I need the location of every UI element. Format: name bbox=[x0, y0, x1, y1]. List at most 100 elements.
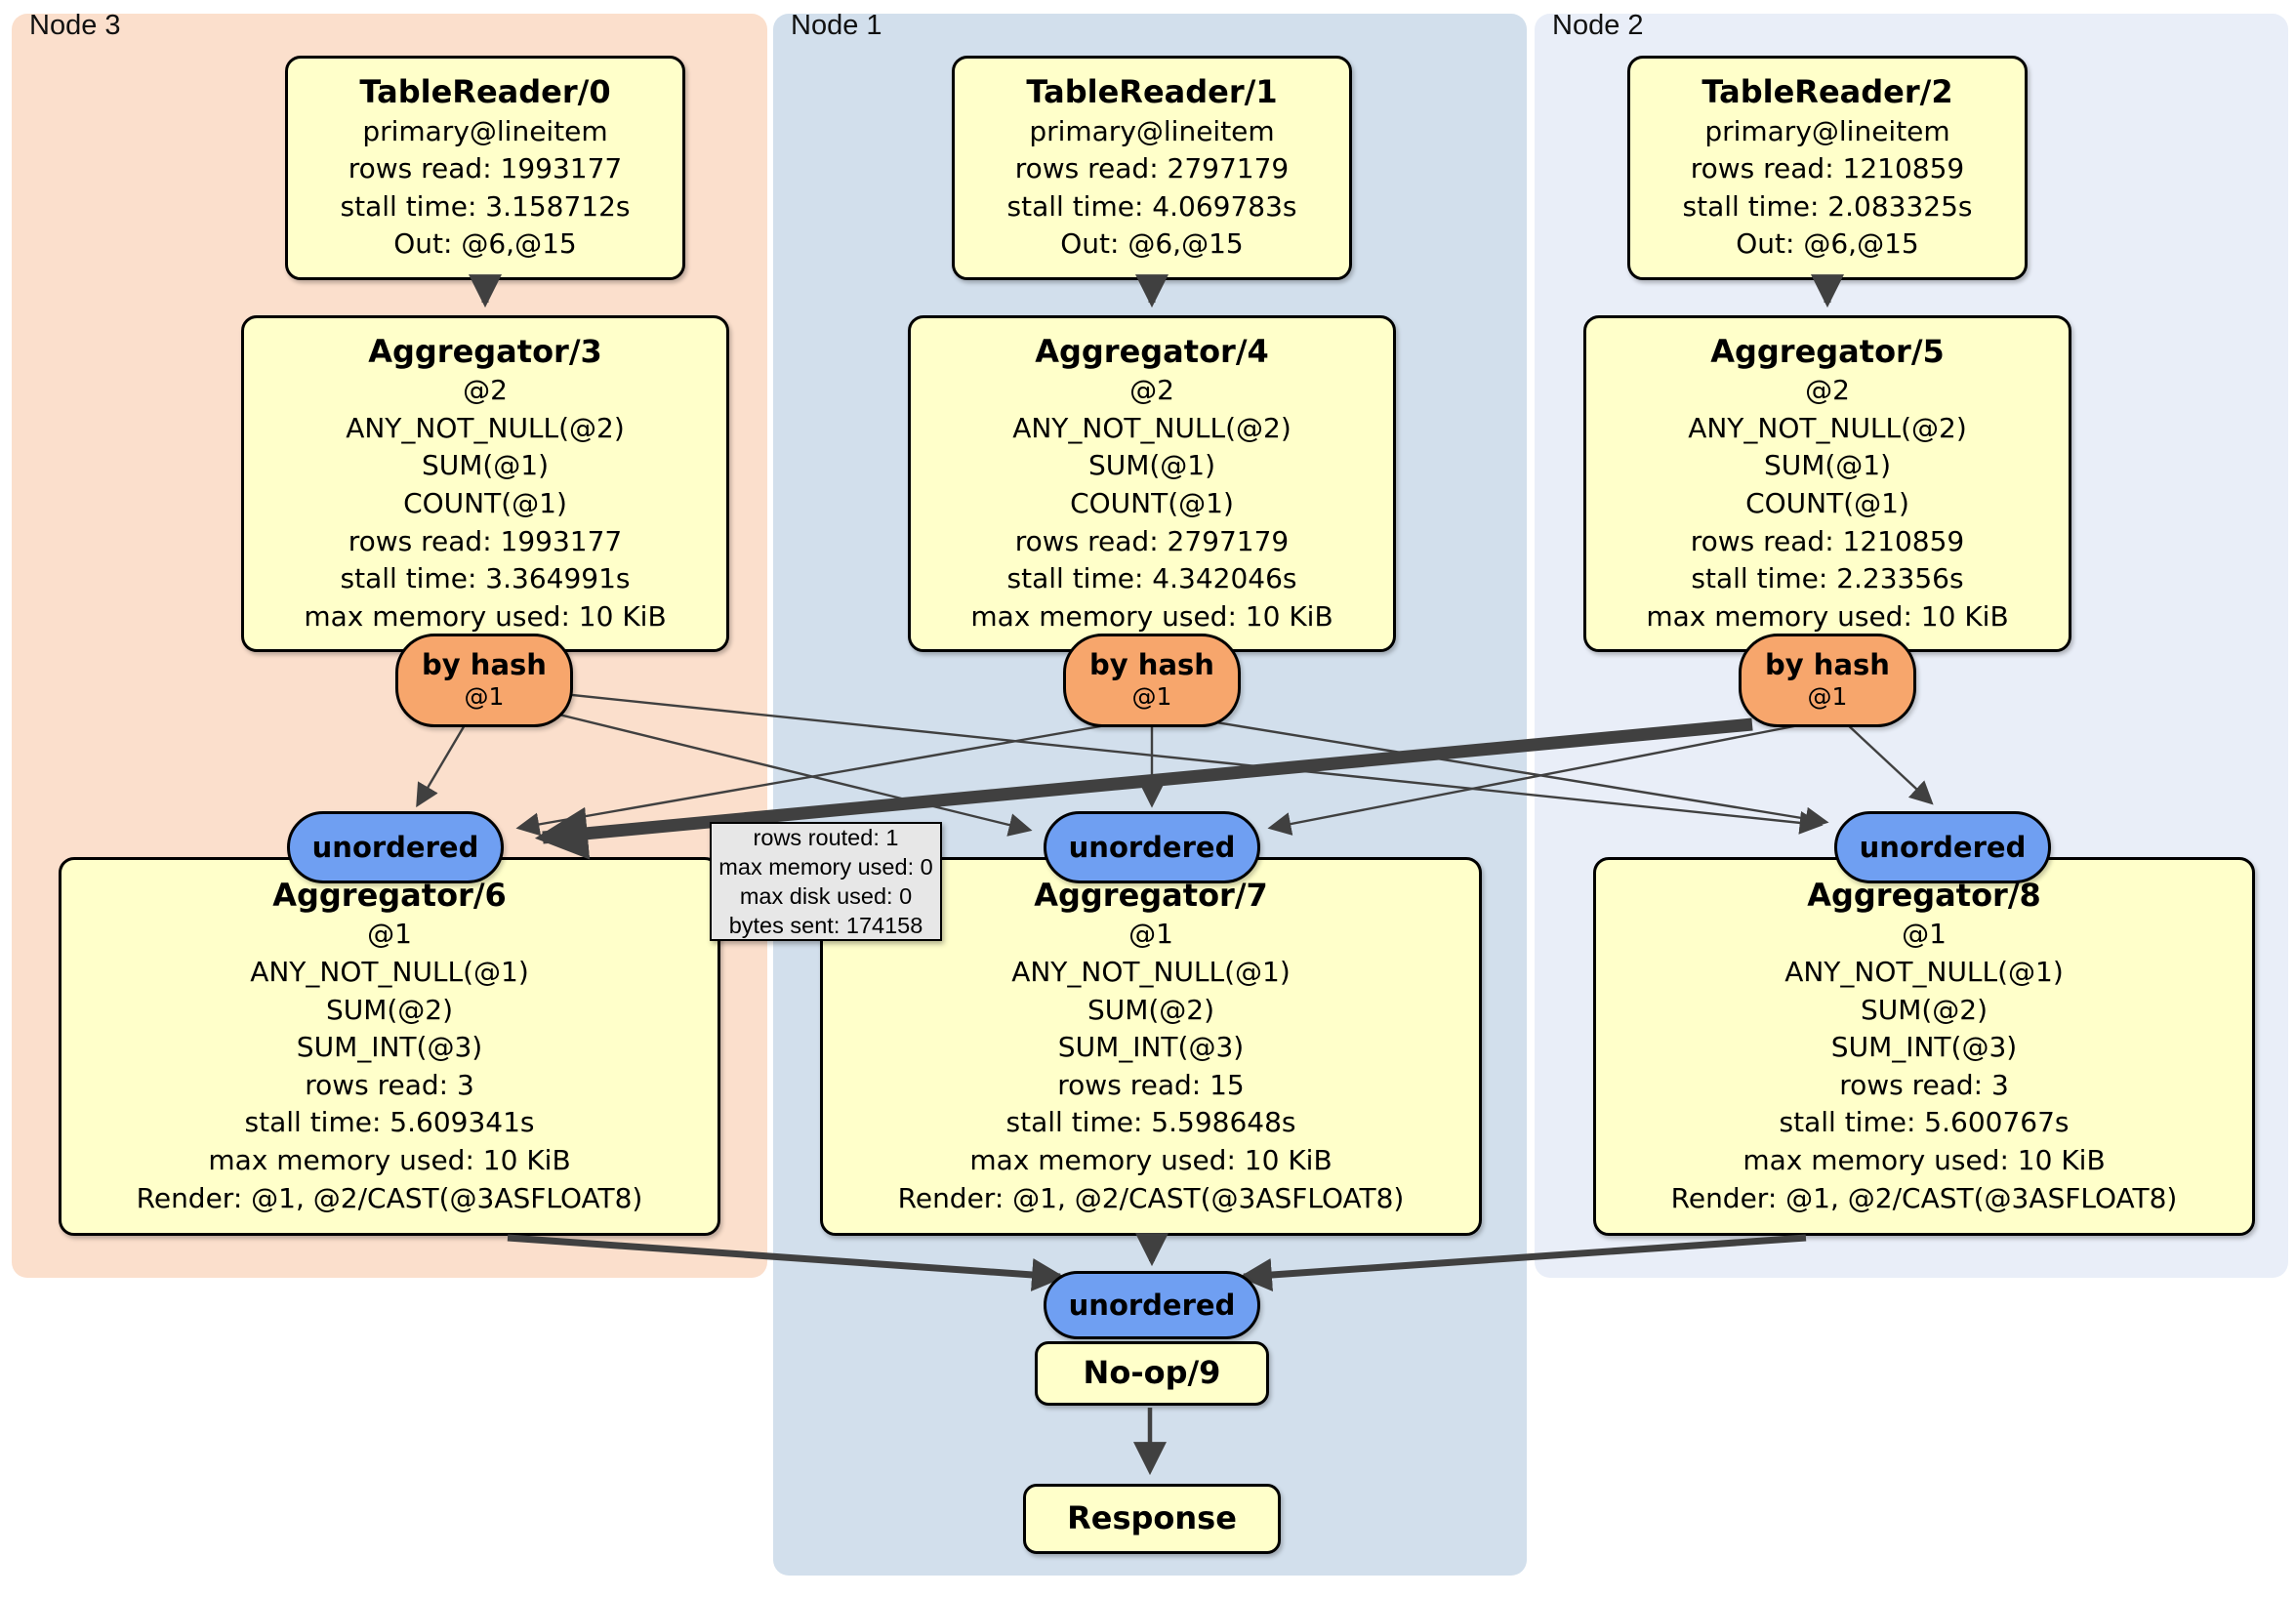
box-line: ANY_NOT_NULL(@2) bbox=[1012, 411, 1292, 444]
box-line: SUM(@1) bbox=[421, 449, 550, 482]
node-title: TableReader/0 bbox=[359, 72, 611, 110]
box-line: max memory used: 10 KiB bbox=[970, 599, 1333, 633]
box-line: rows read: 1993177 bbox=[348, 152, 623, 185]
router-detail: @1 bbox=[1807, 681, 1848, 711]
box-line: primary@lineitem bbox=[1704, 114, 1950, 147]
box-line: rows read: 3 bbox=[1839, 1068, 2009, 1101]
box-line: stall time: 5.600767s bbox=[1779, 1106, 2070, 1139]
node-tablereader-0[interactable]: TableReader/0 primary@lineitem rows read:… bbox=[285, 56, 685, 280]
node-tablereader-2[interactable]: TableReader/2 primary@lineitem rows read:… bbox=[1627, 56, 2028, 280]
box-line: bytes sent: 174158 bbox=[728, 913, 923, 939]
box-line: rows read: 2797179 bbox=[1014, 152, 1290, 185]
box-line: SUM(@2) bbox=[1086, 993, 1215, 1026]
box-line: ANY_NOT_NULL(@1) bbox=[1784, 955, 2064, 988]
box-line: Render: @1, @2/CAST(@3ASFLOAT8) bbox=[136, 1181, 643, 1214]
box-line: Out: @6,@15 bbox=[1736, 227, 1919, 261]
stream-label: unordered bbox=[1068, 1289, 1236, 1322]
by-hash-router-node1[interactable]: by hash @1 bbox=[1063, 634, 1241, 727]
box-line: @2 bbox=[1805, 374, 1850, 407]
box-line: Out: @6,@15 bbox=[393, 227, 577, 261]
router-label: by hash bbox=[1765, 648, 1890, 682]
box-line: primary@lineitem bbox=[1029, 114, 1275, 147]
tooltip-edge-stats: rows routed: 1 max memory used: 0 max disk… bbox=[710, 822, 942, 941]
by-hash-router-node2[interactable]: by hash @1 bbox=[1739, 634, 1916, 727]
stream-label: unordered bbox=[1068, 831, 1236, 864]
box-line: COUNT(@1) bbox=[1745, 486, 1909, 519]
box-line: stall time: 5.598648s bbox=[1005, 1106, 1296, 1139]
box-line: Render: @1, @2/CAST(@3ASFLOAT8) bbox=[897, 1181, 1405, 1214]
box-line: rows read: 15 bbox=[1057, 1068, 1245, 1101]
node-title: TableReader/1 bbox=[1026, 72, 1278, 110]
box-line: Out: @6,@15 bbox=[1060, 227, 1244, 261]
box-line: @1 bbox=[1128, 918, 1173, 951]
box-line: max memory used: 0 bbox=[718, 853, 933, 880]
router-detail: @1 bbox=[1131, 681, 1172, 711]
box-line: @2 bbox=[1129, 374, 1174, 407]
box-line: stall time: 4.069783s bbox=[1006, 189, 1297, 223]
box-line: stall time: 5.609341s bbox=[244, 1106, 535, 1139]
box-line: max disk used: 0 bbox=[739, 883, 913, 909]
box-line: SUM_INT(@3) bbox=[296, 1031, 483, 1064]
box-line: rows read: 1993177 bbox=[348, 524, 623, 557]
box-line: SUM(@2) bbox=[1860, 993, 1988, 1026]
node-tablereader-1[interactable]: TableReader/1 primary@lineitem rows read:… bbox=[952, 56, 1352, 280]
node-lines: primary@lineitem rows read: 1210859 stall … bbox=[1683, 113, 1973, 265]
router-label: by hash bbox=[422, 648, 547, 682]
box-line: stall time: 4.342046s bbox=[1006, 562, 1297, 595]
box-line: primary@lineitem bbox=[362, 114, 608, 147]
box-line: max memory used: 10 KiB bbox=[1646, 599, 2009, 633]
box-line: stall time: 2.083325s bbox=[1682, 189, 1973, 223]
box-line: SUM_INT(@3) bbox=[1830, 1031, 2018, 1064]
unordered-stream-node3[interactable]: unordered bbox=[287, 811, 504, 883]
unordered-stream-sink[interactable]: unordered bbox=[1044, 1271, 1260, 1339]
box-line: rows routed: 1 bbox=[753, 824, 899, 850]
box-line: @2 bbox=[463, 374, 508, 407]
node-title: Aggregator/4 bbox=[1035, 332, 1269, 370]
box-line: max memory used: 10 KiB bbox=[1742, 1144, 2106, 1177]
box-line: stall time: 2.23356s bbox=[1691, 562, 1964, 595]
box-line: SUM(@1) bbox=[1763, 449, 1892, 482]
node-title: Response bbox=[1067, 1499, 1237, 1537]
node-title: TableReader/2 bbox=[1702, 72, 1953, 110]
stream-label: unordered bbox=[1859, 831, 2027, 864]
stream-label: unordered bbox=[311, 831, 479, 864]
router-detail: @1 bbox=[464, 681, 505, 711]
unordered-stream-node1[interactable]: unordered bbox=[1044, 811, 1260, 883]
node-response[interactable]: Response bbox=[1023, 1484, 1281, 1554]
box-line: rows read: 2797179 bbox=[1014, 524, 1290, 557]
box-line: stall time: 3.364991s bbox=[340, 562, 631, 595]
unordered-stream-node2[interactable]: unordered bbox=[1834, 811, 2051, 883]
box-line: rows read: 1210859 bbox=[1690, 524, 1965, 557]
box-line: max memory used: 10 KiB bbox=[304, 599, 667, 633]
box-line: max memory used: 10 KiB bbox=[969, 1144, 1332, 1177]
box-line: SUM(@2) bbox=[325, 993, 454, 1026]
box-line: SUM(@1) bbox=[1087, 449, 1216, 482]
box-line: Render: @1, @2/CAST(@3ASFLOAT8) bbox=[1670, 1181, 2178, 1214]
node-noop-9[interactable]: No-op/9 bbox=[1035, 1341, 1269, 1406]
box-line: max memory used: 10 KiB bbox=[208, 1144, 571, 1177]
node-title: Aggregator/3 bbox=[368, 332, 602, 370]
box-line: COUNT(@1) bbox=[1070, 486, 1234, 519]
box-line: rows read: 1210859 bbox=[1690, 152, 1965, 185]
node-lines: primary@lineitem rows read: 2797179 stall … bbox=[1007, 113, 1297, 265]
box-line: stall time: 3.158712s bbox=[340, 189, 631, 223]
box-line: ANY_NOT_NULL(@1) bbox=[250, 955, 529, 988]
box-line: ANY_NOT_NULL(@1) bbox=[1011, 955, 1291, 988]
node-lines: primary@lineitem rows read: 1993177 stall … bbox=[341, 113, 631, 265]
box-line: rows read: 3 bbox=[305, 1068, 474, 1101]
panel-label-node3: Node 3 bbox=[29, 10, 121, 41]
by-hash-router-node3[interactable]: by hash @1 bbox=[395, 634, 573, 727]
